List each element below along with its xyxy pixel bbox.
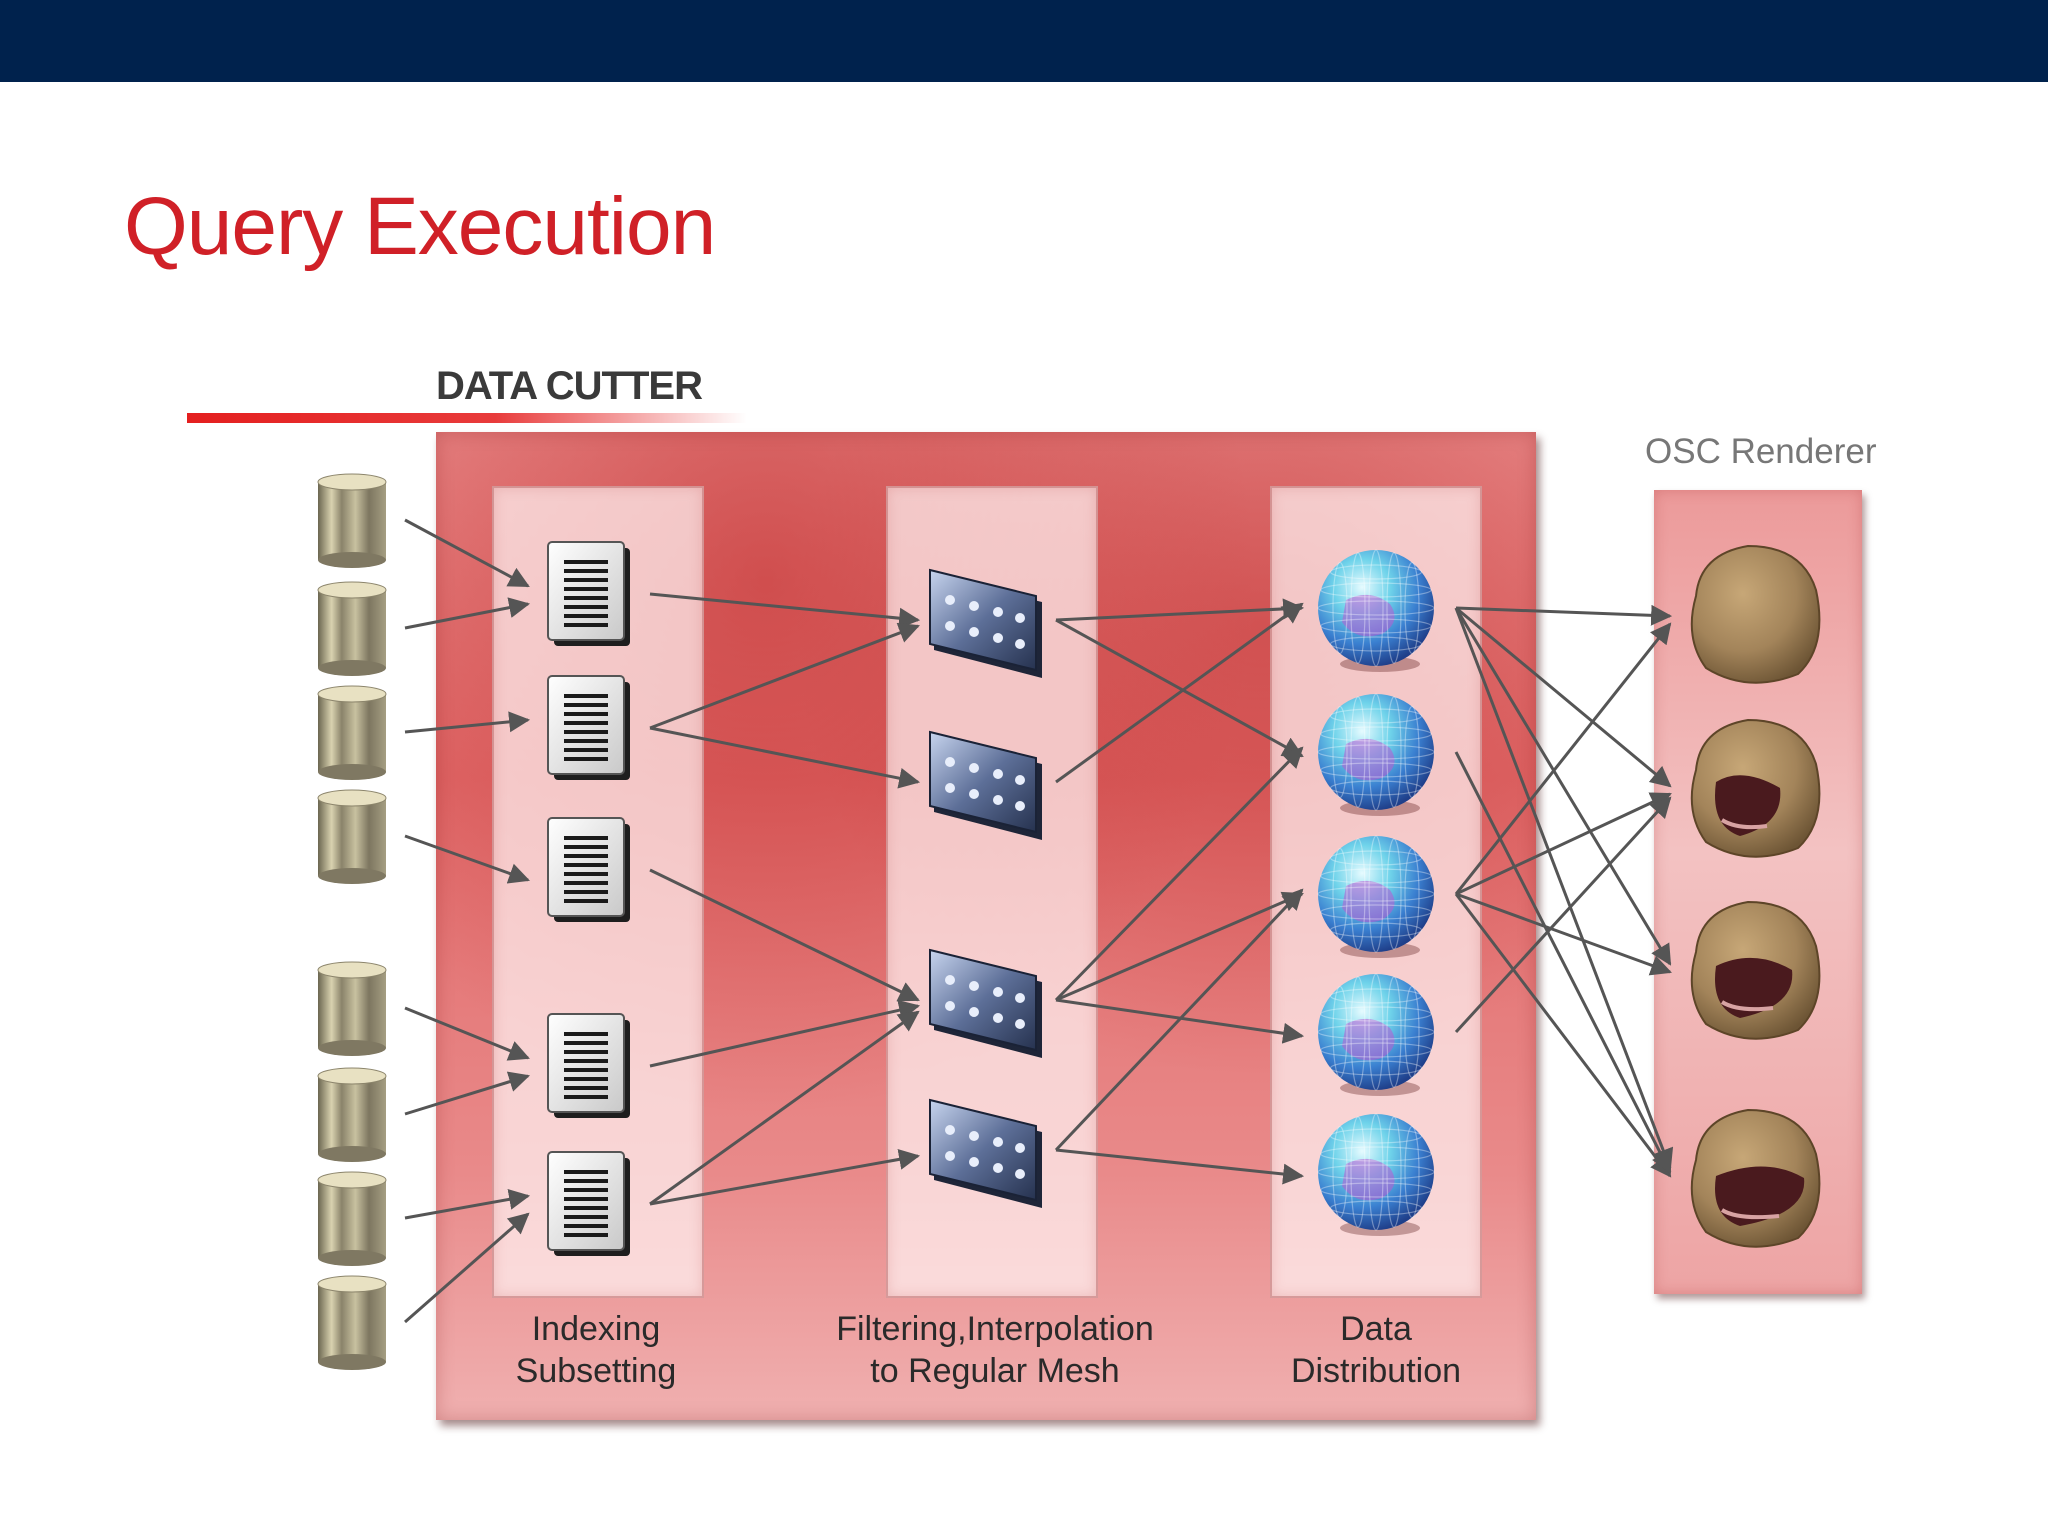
document-icon <box>547 817 630 922</box>
arrow-filter-to-distribution <box>1054 888 1304 1152</box>
arrow-disk-to-index <box>404 1188 531 1220</box>
arrow-index-to-filter <box>649 592 921 629</box>
document-icon <box>547 675 630 780</box>
data-cutter-underline <box>187 413 747 423</box>
sphere-icon <box>1317 973 1435 1096</box>
arrow-index-to-filter <box>649 868 920 1002</box>
sphere-icon <box>1317 835 1435 958</box>
disk-icon <box>317 1275 387 1370</box>
arrow-filter-to-distribution <box>1055 602 1304 784</box>
arrow-distribution-to-renderer <box>1454 796 1672 1034</box>
osc-renderer-heading: OSC Renderer <box>1645 432 1877 471</box>
arrow-disk-to-index <box>404 834 530 884</box>
arrow-distribution-to-renderer <box>1454 751 1672 1174</box>
arrow-distribution-to-renderer <box>1455 792 1672 896</box>
arrow-index-to-filter <box>649 999 921 1068</box>
sphere-icon <box>1317 1113 1435 1236</box>
arrow-distribution-to-renderer <box>1455 606 1672 788</box>
chip-icon <box>929 948 1042 1058</box>
arrow-disk-to-index <box>404 1212 530 1324</box>
stage-label-line: to Regular Mesh <box>870 1352 1120 1390</box>
sphere-icon <box>1317 693 1435 816</box>
stage-label-line: Indexing <box>531 1310 661 1348</box>
document-icon <box>547 1013 630 1118</box>
rendered-volume-icon <box>1690 718 1821 858</box>
arrow-filter-to-distribution <box>1055 1148 1305 1185</box>
page-title: Query Execution <box>124 181 716 272</box>
top-banner <box>0 0 2048 82</box>
arrow-distribution-to-renderer <box>1454 622 1672 895</box>
stage-label-indexing: Indexing Subsetting <box>486 1308 706 1392</box>
disk-icon <box>317 581 387 676</box>
data-cutter-heading: DATA CUTTER <box>436 364 703 408</box>
flow-arrows <box>404 518 1674 1324</box>
chip-icon <box>929 730 1042 840</box>
disk-icon <box>317 1067 387 1162</box>
disk-icon <box>317 1171 387 1266</box>
arrow-distribution-to-renderer <box>1455 604 1673 626</box>
arrow-distribution-to-renderer <box>1454 607 1672 966</box>
arrow-disk-to-index <box>404 518 530 588</box>
rendered-volume-icon <box>1690 544 1821 684</box>
arrow-disk-to-index <box>404 597 531 630</box>
document-icon <box>547 541 630 646</box>
disk-icon <box>317 789 387 884</box>
chip-icon <box>929 568 1042 678</box>
arrow-distribution-to-renderer <box>1455 892 1672 976</box>
stage-label-line: Data <box>1340 1310 1412 1348</box>
arrow-distribution-to-renderer <box>1454 893 1672 1178</box>
sphere-icon <box>1317 549 1435 672</box>
document-icon <box>547 1151 630 1256</box>
disk-icon <box>317 961 387 1056</box>
stage-label-distribution: Data Distribution <box>1266 1308 1486 1392</box>
rendered-volume-icon <box>1690 1108 1821 1248</box>
arrow-filter-to-distribution <box>1055 891 1304 1002</box>
arrow-index-to-filter <box>649 622 920 730</box>
disk-icon <box>317 473 387 568</box>
stage-label-line: Subsetting <box>515 1352 677 1390</box>
arrow-filter-to-distribution <box>1055 598 1305 622</box>
arrow-filter-to-distribution <box>1054 746 1304 1002</box>
stage-label-filtering: Filtering,Interpolation to Regular Mesh <box>820 1308 1170 1392</box>
arrow-index-to-filter <box>649 1010 920 1206</box>
chip-icon <box>929 1098 1042 1208</box>
arrow-disk-to-index <box>404 1006 530 1061</box>
disk-icon <box>317 685 387 780</box>
pipeline-nodes <box>317 473 1821 1370</box>
arrow-disk-to-index <box>404 1071 531 1116</box>
arrow-disk-to-index <box>404 711 531 734</box>
arrow-filter-to-distribution <box>1055 618 1304 758</box>
rendered-volume-icon <box>1690 900 1821 1040</box>
arrow-distribution-to-renderer <box>1454 607 1674 1170</box>
stage-label-line: Distribution <box>1290 1352 1462 1390</box>
arrow-index-to-filter <box>649 726 921 789</box>
stage-label-line: Filtering,Interpolation <box>836 1310 1154 1348</box>
arrow-index-to-filter <box>649 1148 921 1206</box>
